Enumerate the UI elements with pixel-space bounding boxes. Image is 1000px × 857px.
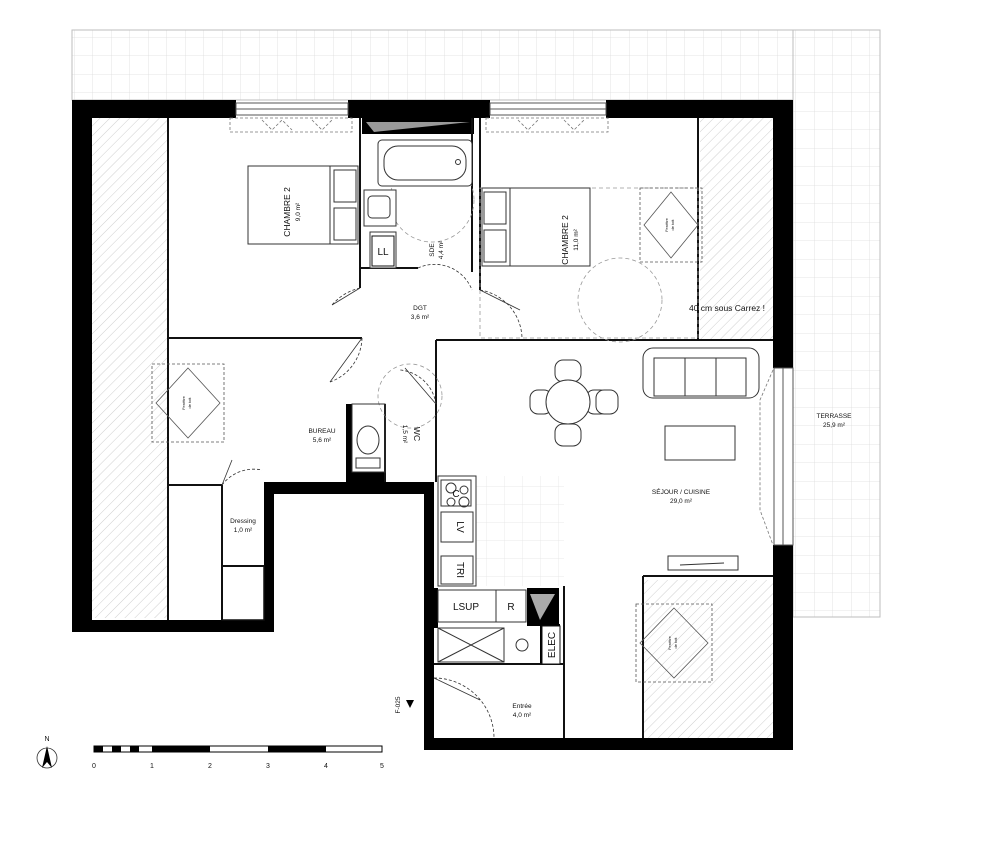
windows <box>235 102 794 546</box>
skylight-1-label-1: Fenêtre <box>664 217 669 232</box>
scale-tick-2: 2 <box>208 763 212 770</box>
skylights <box>151 187 713 683</box>
walls <box>72 100 793 750</box>
toilet <box>351 403 386 473</box>
kitchen-tile-area <box>476 476 564 586</box>
north-arrow: N <box>36 736 58 769</box>
room-dressing-name: Dressing <box>230 518 256 525</box>
room-sde-name: SDE <box>429 243 436 257</box>
tv-unit <box>667 555 739 571</box>
room-wc-name: WC <box>412 427 422 441</box>
scale-tick-5: 5 <box>380 763 384 770</box>
entry-ref: F-025 <box>395 696 402 713</box>
equip-r: R <box>507 602 514 613</box>
duct-triangle-2 <box>366 122 470 132</box>
low-ceiling-zones <box>92 118 773 738</box>
skylight-3-label-1: Fenêtre <box>667 635 672 650</box>
room-labels: CHAMBRE 2 9,0 m² SDE 4,4 m² CHAMBRE 2 11… <box>230 187 852 719</box>
equip-ll: LL <box>377 247 389 258</box>
coffee-table <box>664 425 736 461</box>
room-entree-name: Entrée <box>512 703 532 710</box>
doors <box>221 264 523 739</box>
room-chambre-left-name: CHAMBRE 2 <box>282 187 292 237</box>
equip-elec: ELEC <box>547 632 558 658</box>
skylight-labels: Fenêtre de toit Fenêtre de toit Fenêtre … <box>181 217 678 650</box>
room-bureau-name: BUREAU <box>308 428 335 435</box>
room-entree-area: 4,0 m² <box>513 712 532 719</box>
room-dgt-area: 3,6 m² <box>411 314 430 321</box>
window-openings <box>229 117 774 546</box>
sofa <box>642 347 760 399</box>
skylight-2-label-1: Fenêtre <box>181 395 186 410</box>
room-sejour-area: 29,0 m² <box>670 498 693 505</box>
room-sejour-name: SÉJOUR / CUISINE <box>652 487 711 496</box>
equip-lv: LV <box>454 521 465 533</box>
duct-triangle <box>530 594 555 620</box>
room-terrasse-area: 25,9 m² <box>823 422 846 429</box>
skylight-3-label-2: de toit <box>673 637 678 649</box>
skylight-1-label-2: de toit <box>670 219 675 231</box>
equip-tri: TRI <box>454 562 465 578</box>
room-terrasse-name: TERRASSE <box>816 413 852 420</box>
dining-set <box>529 359 619 447</box>
equipment-labels: LL C LV TRI LSUP R ELEC <box>371 235 561 665</box>
carrez-note: 40 cm sous Carrez ! <box>689 303 765 313</box>
room-sde-area: 4,4 m² <box>438 240 445 259</box>
skylight-2-label-2: de toit <box>187 397 192 409</box>
room-dressing-area: 1,0 m² <box>234 527 253 534</box>
room-wc-area: 1,5 m² <box>401 425 408 444</box>
scale-tick-4: 4 <box>324 763 328 770</box>
equip-lsup: LSUP <box>453 602 479 613</box>
north-label: N <box>44 736 49 743</box>
room-chambre-left-area: 9,0 m² <box>295 202 302 221</box>
dressing-storage <box>221 565 265 621</box>
room-bureau-area: 5,6 m² <box>313 437 332 444</box>
room-chambre-right-area: 11,0 m² <box>573 228 580 250</box>
entry-marker: F-025 <box>395 696 414 713</box>
scale-bar: 0 1 2 3 4 5 <box>92 745 384 770</box>
scale-tick-0: 0 <box>92 763 96 770</box>
scale-tick-3: 3 <box>266 763 270 770</box>
bed-right <box>481 187 591 267</box>
room-chambre-right-name: CHAMBRE 2 <box>560 215 570 265</box>
bed-left <box>247 165 359 245</box>
equip-cooktop: C <box>452 489 459 500</box>
scale-tick-1: 1 <box>150 763 154 770</box>
room-dgt-name: DGT <box>413 305 427 312</box>
